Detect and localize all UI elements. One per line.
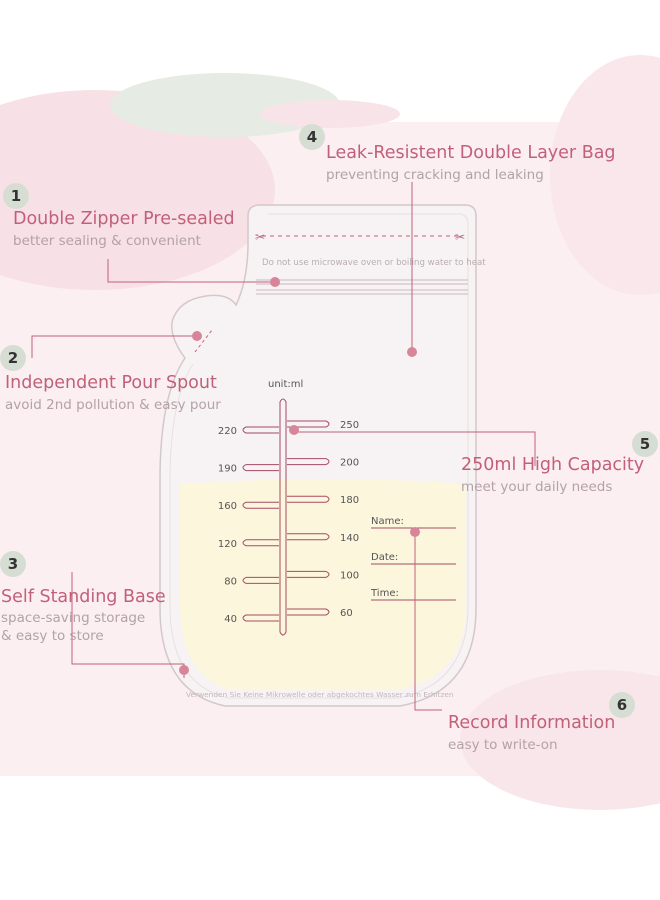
feature-subtitle: space-saving storage bbox=[1, 610, 146, 626]
feature-number-badge: 5 bbox=[632, 431, 658, 457]
scale-label-right: 250 bbox=[340, 420, 359, 431]
scale-spine bbox=[279, 398, 287, 636]
feature-subtitle: easy to write-on bbox=[448, 737, 558, 753]
background-blob-left bbox=[0, 90, 275, 290]
background-blob-right bbox=[550, 55, 660, 295]
scale-tick-left bbox=[242, 576, 279, 584]
scale-label-left: 120 bbox=[218, 539, 237, 550]
callout-line-1 bbox=[107, 259, 275, 283]
callout-line-6 bbox=[414, 532, 442, 711]
callout-dot-3 bbox=[179, 665, 189, 675]
scale-label-right: 200 bbox=[340, 458, 359, 469]
scale-label-left: 80 bbox=[224, 576, 237, 587]
callout-line-2 bbox=[31, 335, 197, 358]
callout-dot-2 bbox=[192, 331, 202, 341]
left-scissors-icon: ✂ bbox=[255, 230, 265, 244]
scale-label-left: 190 bbox=[218, 464, 237, 475]
record-field-label: Date: bbox=[371, 552, 398, 563]
unit-label: unit:ml bbox=[268, 379, 303, 390]
scale-label-right: 180 bbox=[340, 495, 359, 506]
feature-title: Record Information bbox=[448, 713, 616, 733]
feature-title: Leak-Resistent Double Layer Bag bbox=[326, 143, 616, 163]
scale-tick-left bbox=[242, 426, 279, 434]
right-scissors-icon: ✂ bbox=[455, 230, 465, 244]
feature-number-badge: 1 bbox=[3, 183, 29, 209]
scale-label-left: 40 bbox=[224, 614, 237, 625]
feature-title: Double Zipper Pre-sealed bbox=[13, 209, 235, 229]
scale-tick-right bbox=[287, 533, 330, 541]
callout-dot-1 bbox=[270, 277, 280, 287]
scale-label-right: 140 bbox=[340, 533, 359, 544]
feature-title: Self Standing Base bbox=[1, 587, 166, 607]
feature-title: 250ml High Capacity bbox=[461, 455, 645, 475]
callout-line-5 bbox=[294, 431, 536, 466]
scale-label-right: 60 bbox=[340, 608, 353, 619]
callout-lines bbox=[31, 182, 536, 711]
scale-label-left: 220 bbox=[218, 426, 237, 437]
pour-spout-tear-mark bbox=[194, 329, 213, 353]
scale-label-right: 100 bbox=[340, 570, 359, 581]
record-field-label: Name: bbox=[371, 516, 404, 527]
callout-dot-6 bbox=[410, 527, 420, 537]
top-warning: Do not use microwave oven or boiling wat… bbox=[262, 258, 486, 268]
scale-tick-left bbox=[242, 614, 279, 622]
scale-tick-right bbox=[287, 570, 330, 578]
scale-tick-right bbox=[287, 608, 330, 616]
feature-number-badge: 4 bbox=[299, 124, 325, 150]
bag-inner-outline bbox=[169, 213, 469, 699]
feature-subtitle: avoid 2nd pollution & easy pour bbox=[5, 397, 221, 413]
bag-milk-fill bbox=[180, 479, 466, 690]
feature-number-badge: 3 bbox=[0, 551, 26, 577]
scale-tick-right bbox=[287, 458, 330, 466]
feature-subtitle: & easy to store bbox=[1, 628, 104, 644]
bottom-warning: Verwenden Sie Keine Mikrowelle oder abge… bbox=[186, 690, 454, 699]
scale-tick-left bbox=[242, 501, 279, 509]
feature-subtitle: preventing cracking and leaking bbox=[326, 167, 544, 183]
feature-subtitle: meet your daily needs bbox=[461, 479, 613, 495]
scale-tick-left bbox=[242, 539, 279, 547]
background-blob-top-pink bbox=[260, 100, 400, 128]
measurement-scale: 220 190 160 120 80 40 250 200 180 140 100 60 bbox=[218, 398, 359, 636]
feature-number-badge: 2 bbox=[0, 345, 26, 371]
feature-number-badge: 6 bbox=[609, 692, 635, 718]
callout-dot-4 bbox=[407, 347, 417, 357]
callout-dot-5 bbox=[289, 425, 299, 435]
feature-subtitle: better sealing & convenient bbox=[13, 233, 201, 249]
scale-tick-right bbox=[287, 495, 330, 503]
record-field-label: Time: bbox=[370, 588, 399, 599]
scale-tick-left bbox=[242, 464, 279, 472]
scale-label-left: 160 bbox=[218, 501, 237, 512]
scale-tick-right bbox=[287, 420, 330, 428]
feature-title: Independent Pour Spout bbox=[5, 373, 217, 393]
